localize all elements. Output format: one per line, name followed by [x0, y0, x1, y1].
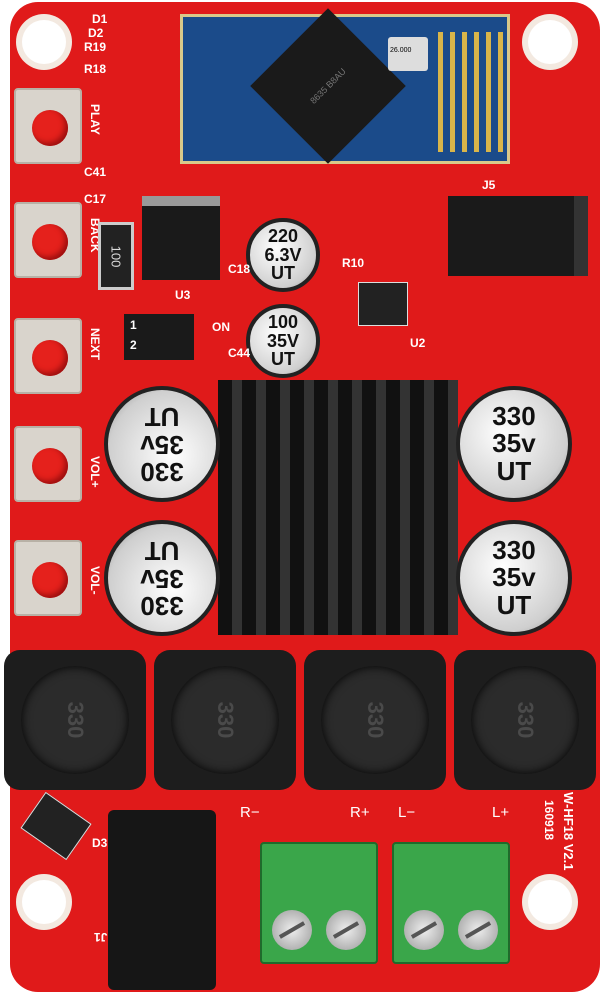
cap-voltage: 35v: [492, 562, 536, 593]
dip-1-label: 1: [130, 318, 137, 332]
vol-down-button[interactable]: [14, 540, 82, 616]
inductor-value: 330: [171, 666, 279, 774]
label-c44: C44: [228, 346, 251, 360]
label-l-plus: L+: [492, 804, 510, 821]
label-j1: J1: [94, 930, 108, 944]
dip-on-label: ON: [212, 320, 230, 334]
cap-value: 330: [492, 535, 536, 566]
vol-down-label: VOL-: [88, 566, 102, 595]
next-button[interactable]: [14, 318, 82, 394]
mount-hole: [528, 880, 572, 924]
cap-value: 330: [140, 456, 184, 487]
chip-text: 8635 B8AU: [308, 66, 348, 106]
inductor-value: 330: [21, 666, 129, 774]
mount-hole: [22, 20, 66, 64]
op-amp-chip: [358, 282, 408, 326]
cap-voltage: 35v: [140, 429, 184, 460]
date-label: 160918: [542, 800, 556, 841]
label-r-plus: R+: [350, 804, 370, 821]
audio-jack[interactable]: [448, 196, 588, 276]
cap-brand: UT: [496, 455, 532, 486]
inductor: 330: [454, 650, 596, 790]
label-u2: U2: [410, 336, 426, 350]
inductor-value: 330: [321, 666, 429, 774]
resistor-value: 100: [108, 245, 124, 267]
label-r-minus: R−: [240, 804, 260, 821]
cap-voltage: 35V: [266, 330, 300, 351]
vol-up-button[interactable]: [14, 426, 82, 502]
vol-up-label: VOL+: [88, 456, 102, 488]
label-r19: R19: [84, 40, 107, 54]
antenna: [438, 32, 503, 152]
cap-value: 330: [492, 401, 536, 432]
screw[interactable]: [458, 910, 498, 950]
left-speaker-terminal[interactable]: [392, 842, 510, 964]
screw[interactable]: [272, 910, 312, 950]
screw[interactable]: [326, 910, 366, 950]
bt-chip: 8635 B8AU: [250, 8, 406, 164]
cap-voltage: 6.3V: [264, 244, 302, 265]
dip-2-label: 2: [130, 338, 137, 352]
regulator-u3: [142, 196, 220, 280]
label-d2: D2: [88, 26, 104, 40]
label-c41: C41: [84, 165, 107, 179]
heatsink: [218, 380, 458, 635]
cap-voltage: 35v: [492, 428, 536, 459]
label-j5: J5: [482, 178, 496, 192]
play-button[interactable]: [14, 88, 82, 164]
cap-brand: UT: [496, 589, 532, 620]
inductor-value: 330: [471, 666, 579, 774]
right-speaker-terminal[interactable]: [260, 842, 378, 964]
cap-brand: UT: [271, 263, 295, 284]
cap-voltage: 35v: [140, 563, 184, 594]
play-label: PLAY: [88, 104, 102, 135]
inductor: 330: [4, 650, 146, 790]
inductor: 330: [154, 650, 296, 790]
cap-brand: UT: [144, 402, 180, 433]
cap-value: 330: [140, 590, 184, 621]
label-d3: D3: [92, 836, 108, 850]
model-label: W-HF18 V2.1: [561, 792, 576, 871]
inductor: 330: [304, 650, 446, 790]
dc-power-jack[interactable]: [108, 810, 216, 990]
back-button[interactable]: [14, 202, 82, 278]
label-r18: R18: [84, 62, 107, 76]
dip-switch[interactable]: [124, 314, 194, 360]
cap-value: 100: [267, 311, 299, 332]
mount-hole: [22, 880, 66, 924]
label-d1: D1: [92, 12, 108, 26]
label-c18: C18: [228, 262, 251, 276]
power-resistor: 100: [98, 222, 134, 290]
cap-value: 220: [267, 225, 299, 246]
mount-hole: [528, 20, 572, 64]
cap-brand: UT: [271, 349, 295, 370]
label-l-minus: L−: [398, 804, 416, 821]
label-c17: C17: [84, 192, 107, 206]
screw[interactable]: [404, 910, 444, 950]
crystal: 26.000: [388, 37, 428, 71]
label-r10: R10: [342, 256, 365, 270]
bluetooth-module: 8635 B8AU 26.000: [180, 8, 510, 164]
cap-brand: UT: [144, 536, 180, 567]
next-label: NEXT: [88, 328, 102, 361]
label-u3: U3: [175, 288, 191, 302]
